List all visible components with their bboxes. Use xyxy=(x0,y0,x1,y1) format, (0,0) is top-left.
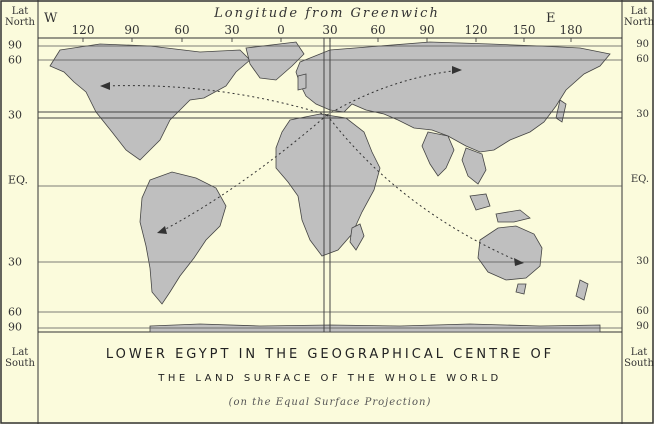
lat-left-s90: 90 xyxy=(8,320,22,334)
lon-tick-w120: 120 xyxy=(71,23,95,37)
lat-left-s30: 30 xyxy=(8,255,22,269)
land-masses xyxy=(49,41,611,333)
landmass-north-america xyxy=(49,43,251,161)
lon-tick-w90: 90 xyxy=(124,23,140,37)
lat-right-n30: 30 xyxy=(636,109,649,120)
caption-line-1: LOWER EGYPT IN THE GEOGRAPHICAL CENTRE O… xyxy=(105,347,555,362)
corner-bottom-left-line2: South xyxy=(5,358,35,369)
landmass-australia xyxy=(477,225,543,281)
centre-cross xyxy=(38,38,622,332)
caption-line-3: (on the Equal Surface Projection) xyxy=(228,397,432,408)
lat-left-n60: 60 xyxy=(8,53,22,67)
landmass-british-isles xyxy=(297,73,307,91)
landmass-new-guinea xyxy=(495,209,531,223)
corner-bottom-right-line2: South xyxy=(624,358,654,369)
landmass-tasmania xyxy=(515,283,527,295)
landmass-southeast-asia xyxy=(461,147,487,185)
corner-top-left: Lat North xyxy=(4,6,36,28)
lon-tick-e90: 90 xyxy=(419,23,435,37)
lat-right-s30: 30 xyxy=(636,256,649,267)
lat-right-equator: EQ. xyxy=(630,174,649,185)
lon-tick-w60: 60 xyxy=(174,23,190,37)
lat-right-s90: 90 xyxy=(636,321,649,332)
landmass-madagascar xyxy=(349,223,365,251)
lon-tick-e180: 180 xyxy=(559,23,583,37)
corner-bottom-left: Lat South xyxy=(4,347,36,369)
corner-top-right-line2: North xyxy=(624,17,654,28)
corner-top-left-line1: Lat xyxy=(11,6,29,17)
corner-bottom-right: Lat South xyxy=(624,347,654,369)
west-label: W xyxy=(44,11,58,26)
caption-line-2: THE LAND SURFACE OF THE WHOLE WORLD xyxy=(158,373,502,384)
lat-left-equator: EQ. xyxy=(8,173,28,187)
lon-tick-e60: 60 xyxy=(370,23,386,37)
lat-right-n90: 90 xyxy=(636,39,649,50)
landmass-greenland xyxy=(245,41,305,81)
lon-tick-e120: 120 xyxy=(464,23,488,37)
corner-top-right-line1: Lat xyxy=(630,6,648,17)
landmass-south-america xyxy=(139,171,227,305)
lon-tick-e30: 30 xyxy=(322,23,338,37)
landmass-borneo xyxy=(469,193,491,211)
landmass-india xyxy=(421,131,455,177)
corner-bottom-left-line1: Lat xyxy=(11,347,29,358)
map-title: Longitude from Greenwich xyxy=(214,6,440,21)
corner-bottom-right-line1: Lat xyxy=(630,347,648,358)
lat-left-n90: 90 xyxy=(8,38,22,52)
east-label: E xyxy=(546,11,556,26)
lat-left-n30: 30 xyxy=(8,108,22,122)
landmass-africa xyxy=(275,113,381,257)
longitude-tick-marks xyxy=(82,38,572,42)
corner-top-left-line2: North xyxy=(4,17,35,28)
radial-lines xyxy=(103,69,521,263)
lat-right-s60: 60 xyxy=(636,306,649,317)
lon-tick-e150: 150 xyxy=(512,23,536,37)
landmass-new-zealand xyxy=(575,279,589,301)
arrowheads xyxy=(100,66,524,266)
lat-left-s60: 60 xyxy=(8,305,22,319)
lat-right-n60: 60 xyxy=(636,54,649,65)
lon-tick-0: 0 xyxy=(277,23,285,37)
corner-top-right: Lat North xyxy=(624,6,654,28)
lon-tick-w30: 30 xyxy=(224,23,240,37)
